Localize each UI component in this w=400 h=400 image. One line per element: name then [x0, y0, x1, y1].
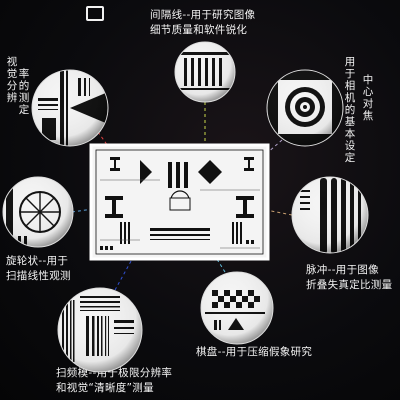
label-camera-setup-col1: 用于相机的基本设定 [344, 56, 356, 164]
label-camera-setup-col2: 中心对焦 [362, 74, 374, 122]
checkerboard-magnifier-icon [200, 271, 274, 345]
label-visual-resolution-col1: 视觉分辨 [6, 56, 18, 104]
resolution-wedge-magnifier-icon [31, 69, 109, 147]
top-badge-icon [86, 6, 104, 21]
label-spoke-wheel: 旋轮状--用于 扫描线性观测 [6, 254, 71, 284]
label-pulse-line2: 折叠失真定比测量 [306, 279, 393, 291]
iso-resolution-test-chart-icon [89, 143, 270, 261]
label-frequency-sweep-line2: 和视觉“清晰度”测量 [56, 382, 154, 394]
label-checkerboard: 棋盘--用于压缩假象研究 [196, 345, 312, 360]
concentric-circles-magnifier-icon [266, 69, 344, 147]
label-line-spacing-line2: 细节质量和软件锐化 [150, 24, 248, 36]
label-spoke-wheel-line2: 扫描线性观测 [6, 270, 71, 282]
frequency-sweep-magnifier-icon [57, 287, 143, 373]
spoke-wheel-magnifier-icon [2, 176, 74, 248]
label-visual-resolution-col2: 率的测定 [18, 68, 30, 116]
label-line-spacing-line1: 间隔线--用于研究图像 [150, 9, 256, 21]
label-pulse: 脉冲--用于图像 折叠失真定比测量 [306, 263, 392, 293]
label-frequency-sweep: 扫频模--用于极限分辨率 和视觉“清晰度”测量 [56, 366, 172, 396]
label-spoke-wheel-line1: 旋轮状--用于 [6, 255, 69, 267]
line-grating-magnifier-icon [174, 41, 236, 103]
label-frequency-sweep-line1: 扫频模--用于极限分辨率 [56, 367, 173, 379]
leader-top-right [249, 139, 283, 169]
label-pulse-line1: 脉冲--用于图像 [306, 264, 379, 276]
label-line-spacing: 间隔线--用于研究图像 细节质量和软件锐化 [150, 8, 255, 38]
pulse-bars-magnifier-icon [291, 176, 369, 254]
label-checkerboard-line1: 棋盘--用于压缩假象研究 [196, 346, 313, 358]
